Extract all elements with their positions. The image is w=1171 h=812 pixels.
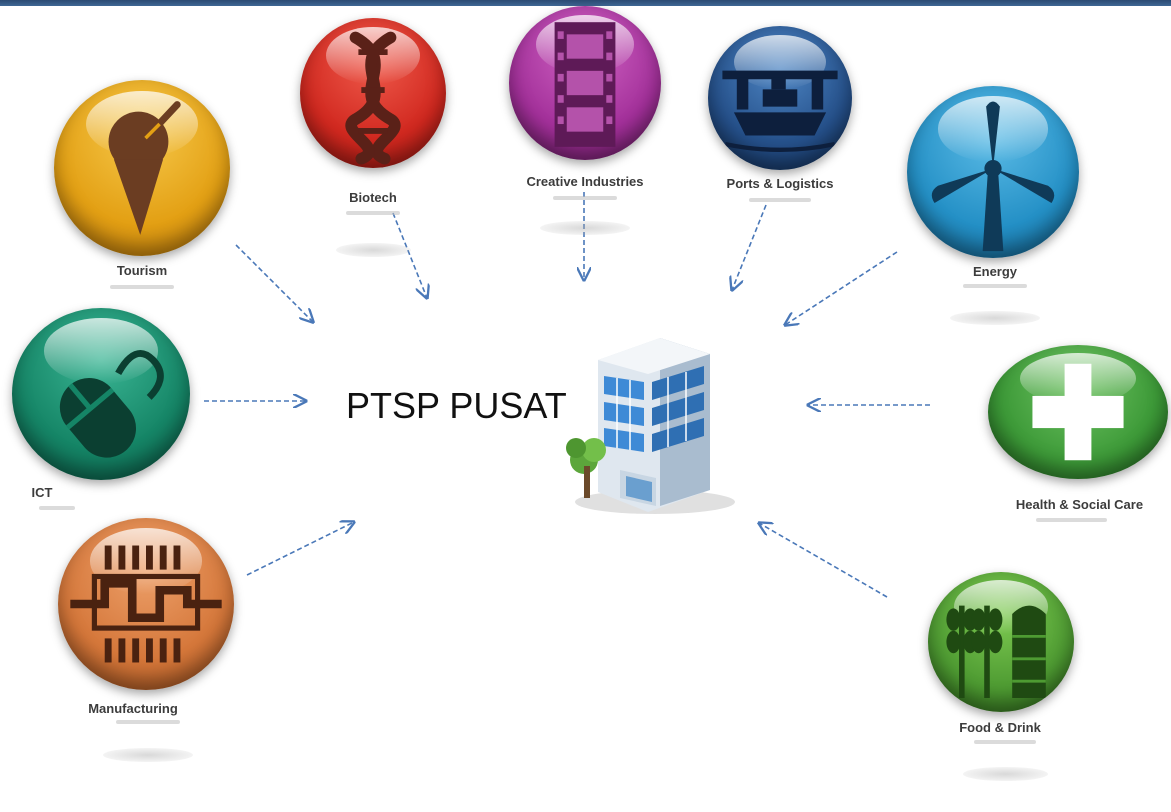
manufacturing-reflection — [115, 720, 181, 724]
sector-food-drink: Food & Drink — [920, 572, 1090, 812]
wind-turbine-icon — [931, 101, 1055, 252]
creative-circle — [509, 6, 661, 160]
health-reflection — [1035, 518, 1108, 522]
film-strip-icon — [554, 22, 616, 147]
arrow-manufacturing — [246, 522, 354, 576]
arrow-ports — [732, 204, 767, 290]
header-bar — [0, 0, 1171, 6]
dna-helix-icon — [345, 31, 401, 165]
health-circle — [988, 345, 1168, 479]
manufacturing-label: Manufacturing — [88, 701, 178, 716]
creative-label: Creative Industries — [526, 174, 644, 189]
sector-manufacturing: Manufacturing — [58, 518, 238, 762]
energy-circle — [907, 86, 1079, 258]
arrow-layer — [204, 192, 930, 598]
ict-circle — [12, 308, 190, 480]
health-label: Health & Social Care — [1015, 497, 1144, 512]
biotech-label: Biotech — [349, 190, 397, 205]
cargo-ship-icon — [722, 70, 838, 152]
ict-label: ICT — [31, 485, 53, 500]
ports-circle — [708, 26, 852, 170]
sector-ports-logistics: Ports & Logistics — [695, 26, 865, 266]
arrow-energy — [785, 251, 898, 325]
sector-creative-industries: Creative Industries — [495, 6, 675, 246]
energy-label: Energy — [972, 264, 1018, 279]
energy-reflection — [962, 284, 1028, 288]
ict-reflection — [39, 506, 75, 510]
sector-tourism: Tourism — [52, 80, 232, 320]
computer-mouse-icon — [59, 350, 164, 458]
tourism-label: Tourism — [116, 263, 168, 278]
manufacturing-circle — [58, 518, 234, 690]
food-circle — [928, 572, 1074, 712]
creative-shadow — [540, 221, 630, 235]
food-reflection — [974, 740, 1036, 744]
wheat-and-silo-icon — [946, 605, 1046, 698]
circuit-board-icon — [70, 545, 222, 663]
sector-biotech: Biotech — [298, 18, 448, 258]
ports-label: Ports & Logistics — [726, 176, 834, 191]
manufacturing-shadow — [103, 748, 193, 762]
biotech-reflection — [346, 211, 400, 215]
arrow-biotech — [392, 212, 427, 298]
biotech-shadow — [335, 243, 411, 257]
ice-cream-cone-icon — [108, 101, 181, 235]
office-building-icon — [566, 338, 735, 514]
tourism-circle — [54, 80, 230, 256]
medical-cross-icon — [1032, 363, 1124, 461]
creative-reflection — [552, 196, 618, 200]
food-shadow — [962, 767, 1048, 781]
biotech-circle — [300, 18, 446, 168]
sector-energy: Energy — [905, 86, 1085, 326]
ports-reflection — [749, 198, 811, 202]
tourism-reflection — [109, 285, 175, 289]
energy-shadow — [950, 311, 1040, 325]
arrow-tourism — [235, 244, 313, 322]
sector-ict: ICT — [12, 308, 192, 548]
food-label: Food & Drink — [959, 720, 1041, 735]
sector-health-social-care: Health & Social Care — [972, 345, 1171, 585]
arrow-food — [759, 523, 888, 598]
hub-label: PTSP PUSAT — [346, 385, 567, 426]
